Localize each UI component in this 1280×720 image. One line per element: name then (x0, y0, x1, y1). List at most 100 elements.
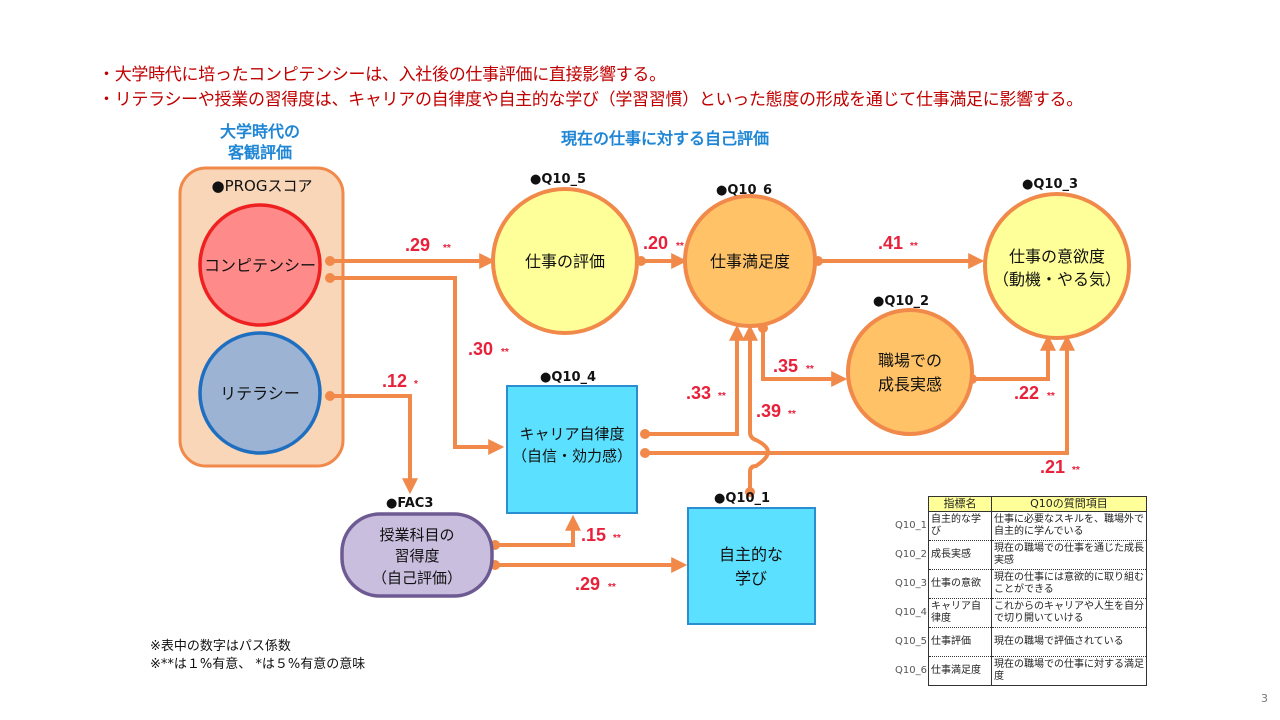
node-q10_1-label-line2: 学び (735, 569, 767, 588)
node-fac3-label-line3: （自己評価） (372, 569, 462, 587)
node-q10_3 (983, 192, 1131, 340)
node-fac3-id: ●FAC3 (386, 496, 433, 511)
coef-value: .39 (756, 401, 781, 421)
node-q10_3-label-line2: （動機・やる気） (993, 270, 1121, 289)
coef-value: .21 (1040, 457, 1065, 477)
legend-header-question: Q10の質問項目 (990, 496, 1147, 512)
page-number: 3 (1261, 692, 1268, 705)
node-q10_4 (506, 385, 638, 514)
node-q10_6-id: ●Q10_6 (716, 183, 772, 198)
coef-sig: ** (676, 241, 684, 252)
path-q10_4-to-q10_6 (645, 324, 745, 436)
coef-q10_6-q10_2: .35 ** (773, 356, 814, 376)
path-source-dot (325, 391, 335, 401)
node-competency-label: コンピテンシー (204, 256, 316, 275)
headline-2: ・リテラシーや授業の習得度は、キャリアの自律度や自主的な学び（学習習慣）といった… (98, 90, 1083, 110)
coef-literacy-fac3: .12* (382, 371, 418, 391)
coef-fac3-q10_4: .15 ** (581, 525, 621, 545)
section-title-objective: 大学時代の 客観評価 (190, 121, 330, 163)
coef-value: .33 (686, 383, 711, 403)
legend-row-id: Q10_2 (895, 549, 927, 560)
path-source-dot (640, 448, 650, 458)
coef-sig: ** (608, 582, 616, 593)
coef-value: .22 (1014, 383, 1039, 403)
legend-row-id: Q10_3 (895, 578, 927, 589)
path-source-dot (640, 429, 650, 439)
node-q10_5-id: ●Q10_5 (530, 172, 586, 187)
legend-row: Q10_6 仕事満足度 現在の職場での仕事に対する満足度 (893, 656, 1147, 686)
legend-row-desc: 現在の職場で評価されている (991, 627, 1147, 657)
footnote-significance: ※**は１%有意、 *は５%有意の意味 (150, 657, 366, 672)
legend-row-name: 自主的な学び (927, 511, 992, 541)
legend-row-id: Q10_4 (895, 607, 927, 618)
node-q10_6 (683, 194, 817, 328)
node-q10_5 (491, 187, 639, 335)
path-literacy-to-fac3 (328, 394, 418, 495)
legend-row-desc: 現在の仕事には意欲的に取り組むことができる (991, 569, 1147, 599)
legend-row-desc: 現在の職場での仕事に対する満足度 (991, 656, 1147, 686)
coef-competency-q10_4: .30 ** (468, 339, 509, 359)
legend-row-desc: これからのキャリアや人生を自分で切り開いていける (991, 598, 1147, 628)
coef-competency-q10_5: .29** (405, 235, 451, 255)
legend-row-id: Q10_5 (895, 636, 927, 647)
node-q10_4-label-line2: （自信・効力感） (512, 447, 632, 465)
footnotes: ※表中の数字はパス係数 ※**は１%有意、 *は５%有意の意味 (150, 638, 365, 674)
legend-row: Q10_5 仕事評価 現在の職場で評価されている (893, 627, 1147, 657)
legend-row-desc: 仕事に必要なスキルを、職場外で自主的に学んでいる (991, 511, 1147, 541)
legend-row-name: 仕事満足度 (927, 656, 992, 686)
node-q10_2-label-line1: 職場での (878, 351, 942, 370)
legend-header-name: 指標名 (927, 496, 992, 512)
headline-1: ・大学時代に培ったコンピテンシーは、入社後の仕事評価に直接影響する。 (98, 65, 666, 85)
legend-header-row: 指標名 Q10の質問項目 (893, 496, 1147, 512)
coef-fac3-q10_1: .29 ** (575, 574, 616, 594)
path-q10_2-to-q10_3 (972, 334, 1056, 381)
legend-row-name: 成長実感 (927, 540, 992, 570)
coef-value: .35 (773, 356, 798, 376)
legend-row-id: Q10_6 (895, 665, 927, 676)
path-q10_4-to-q10_3 (645, 334, 1075, 455)
coef-sig: ** (788, 409, 796, 420)
coef-value: .30 (468, 339, 493, 359)
section-title-objective-line1: 大学時代の (219, 122, 300, 141)
coef-q10_6-q10_3: .41 ** (878, 233, 918, 253)
coef-q10_4-q10_3: .21 ** (1040, 457, 1080, 477)
node-fac3-label-line1: 授業科目の (379, 526, 454, 544)
prog-score-label: ●PROGスコア (212, 177, 313, 195)
node-q10_5-label: 仕事の評価 (525, 252, 605, 271)
coef-sig: ** (613, 533, 621, 544)
footnote-path-coefficient: ※表中の数字はパス係数 (150, 639, 291, 654)
node-q10_1-label-line1: 自主的な (719, 545, 783, 564)
node-q10_3-label-line1: 仕事の意欲度 (1009, 247, 1105, 266)
coef-sig: * (414, 379, 418, 390)
coef-sig: ** (718, 391, 726, 402)
coef-sig: ** (806, 364, 814, 375)
coef-q10_5-q10_6: .20 ** (643, 233, 684, 253)
coef-sig: ** (910, 241, 918, 252)
legend-row: Q10_1 自主的な学び 仕事に必要なスキルを、職場外で自主的に学んでいる (893, 511, 1147, 541)
node-q10_4-id: ●Q10_4 (540, 370, 596, 385)
coef-q10_2-q10_3: .22** (1014, 383, 1055, 403)
coef-sig: ** (501, 347, 509, 358)
coef-value: .15 (581, 525, 606, 545)
node-q10_2 (846, 308, 974, 436)
node-q10_3-id: ●Q10_3 (1022, 177, 1078, 192)
node-q10_4-label-line1: キャリア自律度 (519, 425, 624, 443)
coef-sig: ** (1072, 465, 1080, 476)
section-title-objective-line2: 客観評価 (227, 143, 292, 162)
node-competency (198, 203, 322, 327)
legend-row-name: 仕事の意欲 (927, 569, 992, 599)
coef-value: .20 (643, 233, 668, 253)
legend-row-name: キャリア自律度 (927, 598, 992, 628)
section-title-self-eval: 現在の仕事に対する自己評価 (560, 129, 769, 148)
path-q10_6-to-q10_2 (761, 328, 848, 387)
legend-table: 指標名 Q10の質問項目 Q10_1 自主的な学び 仕事に必要なスキルを、職場外… (893, 496, 1147, 686)
path-source-dot (325, 273, 335, 283)
legend-row: Q10_2 成長実感 現在の職場での仕事を通じた成長実感 (893, 540, 1147, 570)
node-literacy (198, 331, 322, 455)
coef-value: .29 (575, 574, 600, 594)
node-fac3 (340, 512, 494, 598)
coef-value: .41 (878, 233, 903, 253)
path-fac3-to-q10_4 (495, 514, 581, 547)
coef-q10_1-q10_6: .39 ** (756, 401, 796, 421)
